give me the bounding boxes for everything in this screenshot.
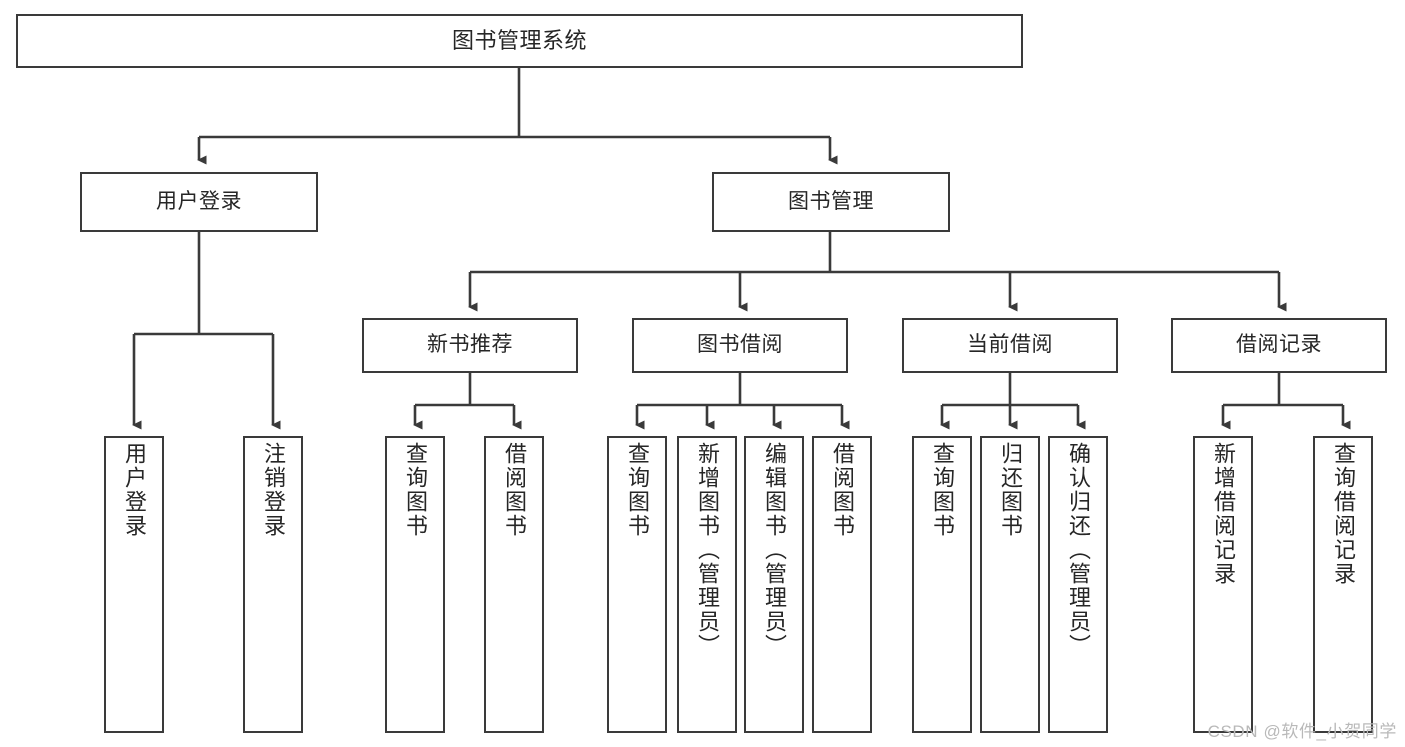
- node-label: 查询图书: [625, 442, 650, 538]
- node-label: 借阅记录: [1236, 333, 1322, 357]
- leaf-book-borrow-query[interactable]: 查询图书: [607, 436, 667, 733]
- node-label: 借阅图书: [830, 442, 855, 538]
- leaf-borrow-record-query[interactable]: 查询借阅记录: [1313, 436, 1373, 733]
- node-label: 新书推荐: [427, 333, 513, 357]
- node-label: 归还图书: [998, 442, 1023, 538]
- leaf-user-login-login[interactable]: 用户登录: [104, 436, 164, 733]
- node-label: 确认归还（管理员）: [1066, 442, 1091, 658]
- leaf-current-borrow-confirm-return[interactable]: 确认归还（管理员）: [1048, 436, 1108, 733]
- node-label: 新增借阅记录: [1211, 442, 1236, 586]
- node-label: 图书借阅: [697, 333, 783, 357]
- node-label: 编辑图书（管理员）: [762, 442, 787, 658]
- node-label: 注销登录: [261, 442, 286, 538]
- node-root-library-system[interactable]: 图书管理系统: [16, 14, 1023, 68]
- node-label: 用户登录: [122, 442, 147, 538]
- node-label: 当前借阅: [967, 333, 1053, 357]
- node-label: 新增图书（管理员）: [695, 442, 720, 658]
- node-label: 查询图书: [930, 442, 955, 538]
- node-book-borrow[interactable]: 图书借阅: [632, 318, 848, 373]
- leaf-book-borrow-edit[interactable]: 编辑图书（管理员）: [744, 436, 804, 733]
- node-borrow-record[interactable]: 借阅记录: [1171, 318, 1387, 373]
- node-label: 图书管理: [788, 189, 874, 213]
- node-label: 用户登录: [156, 189, 242, 213]
- leaf-borrow-record-add[interactable]: 新增借阅记录: [1193, 436, 1253, 733]
- node-label: 查询借阅记录: [1331, 442, 1356, 586]
- leaf-current-borrow-query[interactable]: 查询图书: [912, 436, 972, 733]
- leaf-new-book-borrow[interactable]: 借阅图书: [484, 436, 544, 733]
- node-user-login[interactable]: 用户登录: [80, 172, 318, 232]
- leaf-current-borrow-return[interactable]: 归还图书: [980, 436, 1040, 733]
- node-new-book-recommend[interactable]: 新书推荐: [362, 318, 578, 373]
- leaf-new-book-query[interactable]: 查询图书: [385, 436, 445, 733]
- node-label: 借阅图书: [502, 442, 527, 538]
- leaf-book-borrow-lend[interactable]: 借阅图书: [812, 436, 872, 733]
- node-current-borrow[interactable]: 当前借阅: [902, 318, 1118, 373]
- node-label: 图书管理系统: [451, 28, 587, 54]
- node-book-management[interactable]: 图书管理: [712, 172, 950, 232]
- leaf-book-borrow-add[interactable]: 新增图书（管理员）: [677, 436, 737, 733]
- node-label: 查询图书: [403, 442, 428, 538]
- leaf-user-login-logout[interactable]: 注销登录: [243, 436, 303, 733]
